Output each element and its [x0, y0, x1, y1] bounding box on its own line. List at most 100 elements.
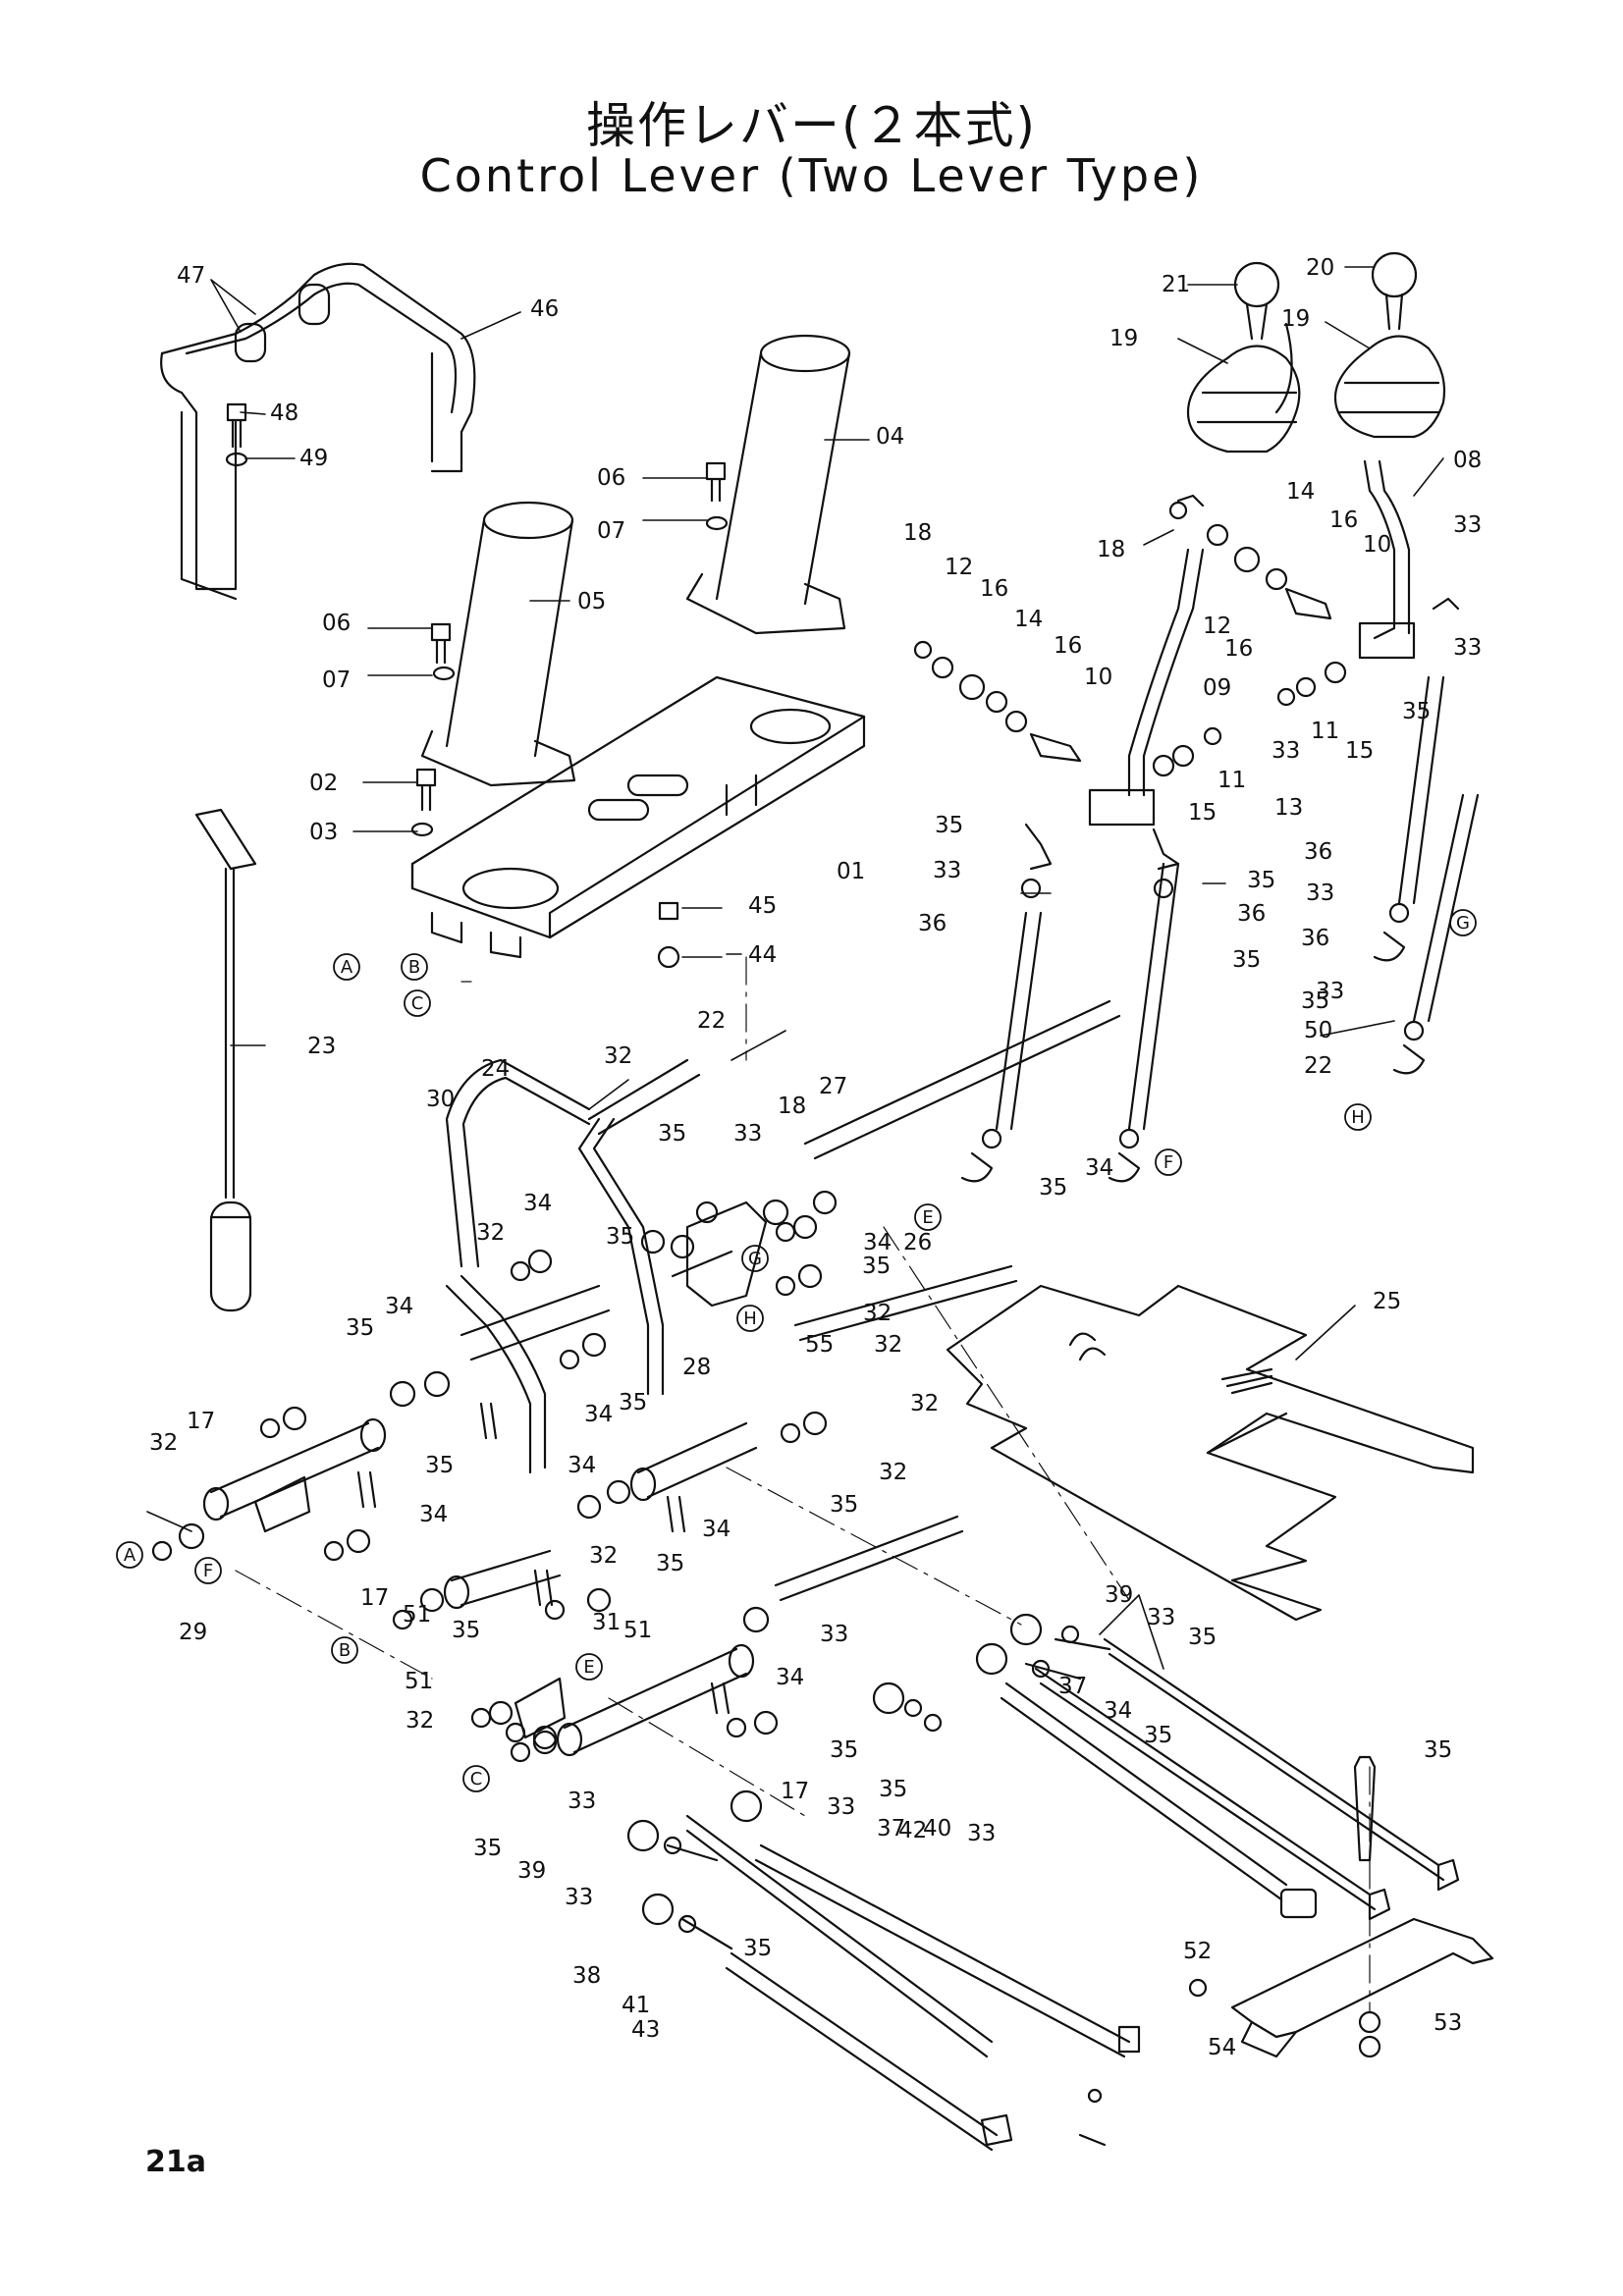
- part-callout-32: 32: [406, 1708, 434, 1734]
- part-callout-51: 51: [403, 1602, 431, 1628]
- part-callout-16: 16: [1054, 633, 1082, 659]
- part-callout-20: 20: [1306, 255, 1334, 281]
- part-callout-35: 35: [1301, 988, 1329, 1014]
- part-callout-06: 06: [597, 465, 625, 491]
- part-callout-35: 35: [935, 813, 963, 838]
- part-callout-33: 33: [827, 1794, 855, 1820]
- page-title-english: Control Lever (Two Lever Type): [419, 149, 1204, 202]
- part-callout-15: 15: [1188, 800, 1217, 826]
- control-cables: [626, 1613, 1460, 2152]
- part-callout-41: 41: [622, 1993, 650, 2018]
- part-callout-35: 35: [743, 1936, 772, 1961]
- part-callout-35: 35: [473, 1836, 502, 1861]
- control-lever-left: [1088, 548, 1205, 827]
- part-callout-35: 35: [862, 1254, 891, 1279]
- part-callout-12: 12: [1203, 614, 1231, 639]
- part-callout-33: 33: [565, 1885, 593, 1910]
- part-callout-35: 35: [346, 1315, 374, 1341]
- reference-marker-G: G: [748, 1249, 762, 1269]
- part-callout-33: 33: [1453, 512, 1482, 538]
- part-callout-50: 50: [1304, 1018, 1332, 1043]
- part-callout-38: 38: [572, 1963, 601, 1989]
- part-callout-34: 34: [523, 1191, 552, 1216]
- handle-frame-46: [160, 262, 476, 601]
- part-callout-33: 33: [733, 1121, 762, 1147]
- part-callout-09: 09: [1203, 675, 1231, 701]
- part-callout-35: 35: [1144, 1723, 1172, 1748]
- part-callout-39: 39: [1105, 1582, 1133, 1608]
- part-callout-34: 34: [419, 1502, 448, 1527]
- part-callout-34: 34: [863, 1230, 892, 1255]
- part-callout-46: 46: [530, 296, 559, 322]
- lever-knob-boot-left: [1186, 261, 1301, 454]
- pivot-tubes: [202, 1201, 768, 1757]
- part-callout-18: 18: [778, 1094, 806, 1119]
- part-callout-19: 19: [1109, 326, 1138, 351]
- part-callout-33: 33: [1147, 1605, 1175, 1630]
- part-callout-48: 48: [270, 400, 298, 426]
- part-callout-05: 05: [577, 589, 606, 614]
- part-callout-32: 32: [476, 1220, 505, 1246]
- lever-fittings: [913, 494, 1460, 777]
- part-callout-11: 11: [1311, 719, 1339, 744]
- part-callout-34: 34: [776, 1665, 804, 1690]
- part-callout-31: 31: [592, 1610, 621, 1635]
- part-callout-35: 35: [619, 1390, 647, 1415]
- lever-arms-23-24: [445, 1058, 701, 1474]
- part-callout-35: 35: [1247, 868, 1275, 893]
- part-callout-33: 33: [933, 858, 961, 883]
- part-callout-33: 33: [1306, 881, 1334, 906]
- reference-marker-H: H: [743, 1308, 757, 1329]
- part-callout-54: 54: [1208, 2035, 1236, 2060]
- part-callout-32: 32: [589, 1543, 618, 1569]
- part-callout-33: 33: [1453, 635, 1482, 661]
- part-callout-17: 17: [187, 1409, 215, 1434]
- part-callout-36: 36: [1237, 901, 1266, 927]
- part-callout-16: 16: [1329, 507, 1358, 533]
- part-callout-45: 45: [748, 893, 777, 919]
- page-title-japanese: 操作レバー(２本式): [585, 97, 1037, 154]
- part-callout-23: 23: [307, 1034, 336, 1059]
- part-callout-02: 02: [309, 771, 338, 796]
- part-callout-35: 35: [1039, 1175, 1067, 1201]
- reference-marker-C: C: [411, 993, 424, 1014]
- reference-marker-E: E: [583, 1657, 594, 1678]
- part-callout-32: 32: [863, 1301, 892, 1326]
- part-callout-36: 36: [1301, 926, 1329, 951]
- part-callout-32: 32: [879, 1460, 907, 1485]
- reference-markers: [116, 909, 1477, 1792]
- part-callout-49: 49: [299, 446, 328, 471]
- part-callout-07: 07: [322, 667, 351, 693]
- part-callout-35: 35: [879, 1777, 907, 1802]
- reference-marker-G: G: [1456, 913, 1470, 934]
- part-callout-18: 18: [903, 520, 932, 546]
- part-callout-34: 34: [568, 1453, 596, 1478]
- part-callout-08: 08: [1453, 448, 1482, 473]
- floor-cover-55: [946, 1284, 1475, 1622]
- bracket-41: [1078, 1755, 1494, 2147]
- part-callout-32: 32: [604, 1043, 632, 1069]
- part-callout-18: 18: [1097, 537, 1125, 562]
- cross-shafts: [774, 999, 1121, 1602]
- centerlines: [235, 956, 1371, 2013]
- part-callout-28: 28: [682, 1355, 711, 1380]
- part-callout-27: 27: [819, 1074, 847, 1099]
- part-callout-35: 35: [1402, 699, 1431, 724]
- part-callout-01: 01: [837, 859, 865, 884]
- part-callout-35: 35: [1424, 1737, 1452, 1763]
- part-callout-35: 35: [606, 1224, 634, 1250]
- part-callout-51: 51: [623, 1618, 652, 1643]
- part-callout-35: 35: [1188, 1625, 1217, 1650]
- part-callout-34: 34: [584, 1402, 613, 1427]
- part-callout-10: 10: [1084, 665, 1112, 690]
- part-callouts: 47 46 48 49 04 06 07 05 06 07 02 03 01 4…: [149, 255, 1482, 2060]
- part-callout-26: 26: [903, 1230, 932, 1255]
- reference-marker-B: B: [339, 1640, 351, 1661]
- lever-guide-tube-04: [685, 334, 851, 635]
- washers-and-nuts: [151, 1190, 838, 1763]
- part-callout-17: 17: [360, 1585, 389, 1611]
- part-callout-32: 32: [910, 1391, 939, 1416]
- part-callout-34: 34: [385, 1294, 413, 1319]
- part-callout-43: 43: [631, 2017, 660, 2043]
- small-bolts: [225, 402, 729, 969]
